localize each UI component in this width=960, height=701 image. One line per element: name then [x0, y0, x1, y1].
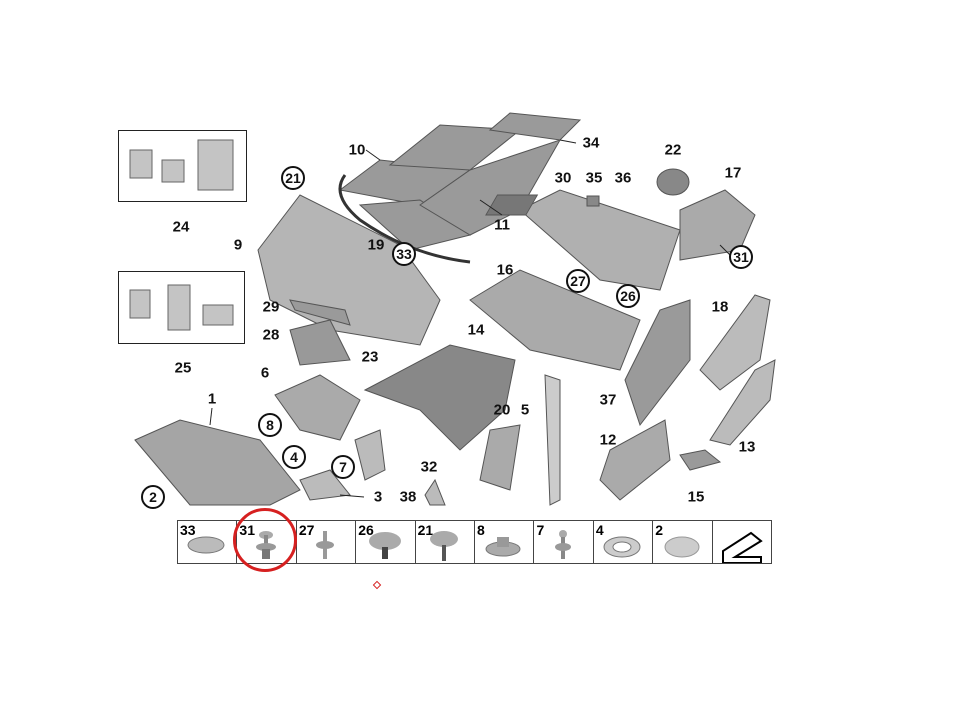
part-30 — [519, 189, 681, 291]
part-15 — [679, 449, 722, 471]
callout-31[interactable]: 31 — [729, 245, 753, 269]
callout-22[interactable]: 22 — [664, 141, 682, 159]
flat-clip-icon — [186, 529, 228, 568]
part-13 — [709, 359, 776, 446]
callout-7[interactable]: 7 — [331, 455, 355, 479]
direction-arrow-icon — [721, 529, 763, 568]
part-25b — [167, 284, 191, 331]
part-16 — [469, 269, 641, 371]
callout-34[interactable]: 34 — [582, 134, 600, 152]
part-main-mat — [419, 139, 562, 236]
part-29 — [289, 299, 351, 326]
callout-12[interactable]: 12 — [599, 431, 617, 449]
part-1 — [134, 419, 301, 506]
fastener-number: 4 — [595, 522, 604, 538]
callout-2[interactable]: 2 — [141, 485, 165, 509]
callout-13[interactable]: 13 — [738, 438, 756, 456]
part-17 — [679, 189, 756, 261]
callout-25[interactable]: 25 — [174, 359, 192, 377]
fastener-cell-27[interactable]: 27 — [297, 521, 357, 563]
part-8 — [274, 374, 361, 441]
fastener-number: 21 — [417, 522, 434, 538]
fastener-cell-2[interactable]: 2 — [653, 521, 713, 563]
callout-27[interactable]: 27 — [566, 269, 590, 293]
part-18 — [699, 294, 771, 391]
part-19-seal — [338, 174, 471, 264]
cap-icon — [662, 529, 704, 568]
callout-8[interactable]: 8 — [258, 413, 282, 437]
callout-17[interactable]: 17 — [724, 164, 742, 182]
callout-37[interactable]: 37 — [599, 391, 617, 409]
callout-10[interactable]: 10 — [348, 141, 366, 159]
lock-washer-icon — [602, 529, 644, 568]
mushroom-clip-icon — [365, 529, 407, 568]
callout-28[interactable]: 28 — [262, 326, 280, 344]
callout-29[interactable]: 29 — [262, 298, 280, 316]
fastener-number: 2 — [655, 522, 664, 538]
callout-36[interactable]: 36 — [614, 169, 632, 187]
part-35 — [586, 195, 600, 207]
part-24b — [161, 159, 185, 183]
fastener-cell-7[interactable]: 7 — [534, 521, 594, 563]
callout-14[interactable]: 14 — [467, 321, 485, 339]
part-38 — [424, 478, 446, 506]
callout-30[interactable]: 30 — [554, 169, 572, 187]
screw-rivet-icon — [543, 529, 585, 568]
part-37 — [624, 299, 691, 427]
callout-3[interactable]: 3 — [373, 488, 383, 506]
part-36 — [485, 194, 539, 216]
callout-9[interactable]: 9 — [233, 236, 243, 254]
part-20 — [479, 424, 521, 491]
part-25c — [202, 304, 234, 326]
part-25a — [129, 289, 151, 319]
part-12 — [599, 419, 671, 501]
fastener-number: 26 — [358, 522, 374, 538]
callout-1[interactable]: 1 — [207, 390, 217, 408]
callout-32[interactable]: 32 — [420, 458, 438, 476]
fastener-number: 33 — [180, 522, 196, 538]
part-24a — [129, 149, 153, 179]
callout-23[interactable]: 23 — [361, 348, 379, 366]
callout-16[interactable]: 16 — [496, 261, 514, 279]
part-7 — [354, 429, 386, 481]
fastener-number: 27 — [298, 522, 315, 538]
screw-clip-icon — [424, 529, 466, 568]
fastener-cell-26[interactable]: 26 — [356, 521, 416, 563]
part-3 — [299, 469, 351, 501]
callout-26[interactable]: 26 — [616, 284, 640, 308]
fastener-cell-arrow[interactable] — [713, 521, 771, 564]
callout-33[interactable]: 33 — [392, 242, 416, 266]
callout-6[interactable]: 6 — [260, 364, 270, 382]
fastener-cell-33[interactable]: 33 — [178, 521, 238, 563]
callout-19[interactable]: 19 — [367, 236, 385, 254]
part-14 — [363, 344, 516, 451]
part-34 — [488, 112, 582, 141]
part-22 — [656, 168, 690, 196]
callout-24[interactable]: 24 — [172, 218, 190, 236]
callout-5[interactable]: 5 — [520, 401, 530, 419]
fastener-cell-21[interactable]: 21 — [416, 521, 476, 563]
flange-nut-icon — [483, 529, 525, 568]
callout-38[interactable]: 38 — [399, 488, 417, 506]
callout-18[interactable]: 18 — [711, 298, 729, 316]
fastener-number: 7 — [536, 522, 545, 538]
callout-15[interactable]: 15 — [687, 488, 705, 506]
part-5 — [544, 374, 561, 506]
part-24c — [197, 139, 234, 191]
callout-4[interactable]: 4 — [282, 445, 306, 469]
part-25-box — [118, 271, 245, 344]
callout-35[interactable]: 35 — [585, 169, 603, 187]
callout-11[interactable]: 11 — [494, 216, 510, 234]
highlight-circle — [233, 508, 297, 572]
fastener-number: 8 — [477, 522, 485, 538]
part-28 — [289, 319, 351, 366]
callout-20[interactable]: 20 — [493, 401, 511, 419]
callout-21[interactable]: 21 — [281, 166, 305, 190]
fastener-cell-8[interactable]: 8 — [475, 521, 535, 563]
fastener-cell-4[interactable]: 4 — [594, 521, 654, 563]
part-24-box — [118, 130, 247, 202]
expansion-rivet-icon — [305, 529, 347, 568]
